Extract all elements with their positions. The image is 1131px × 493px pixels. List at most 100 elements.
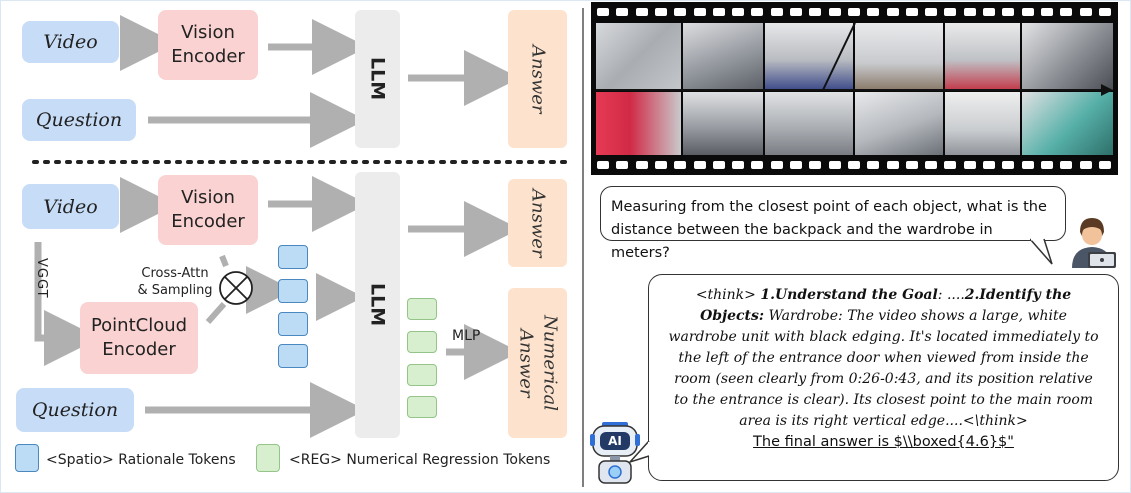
numerical-answer-label: Numerical Answer <box>515 315 561 411</box>
video-frame <box>855 92 943 155</box>
sprocket-hole <box>1021 8 1034 16</box>
video-frame <box>945 23 1020 90</box>
arrow-pointcloud-to-crossattn <box>205 302 227 324</box>
answer-label-top: Answer <box>527 44 549 114</box>
sprocket-hole <box>1060 8 1073 16</box>
arrow-encoder-to-crossattn <box>219 254 229 268</box>
sprocket-hole <box>712 161 725 169</box>
question-label-bottom: Question <box>31 399 119 421</box>
sprocket-hole <box>1002 8 1015 16</box>
sprocket-hole <box>828 161 841 169</box>
answer-bubble: <think> 1.Understand the Goal: ....2.Ide… <box>648 274 1119 481</box>
answer-box-bottom: Answer <box>508 179 567 267</box>
video-frame <box>596 23 681 90</box>
sprocket-hole <box>770 8 783 16</box>
sprocket-hole <box>1060 161 1073 169</box>
vision-encoder-label-top: Vision Encoder <box>171 22 245 67</box>
video-frame <box>765 92 853 155</box>
sprocket-hole <box>674 161 687 169</box>
sprocket-hole <box>925 8 938 16</box>
video-frame <box>945 92 1020 155</box>
spatio-token <box>278 279 308 303</box>
video-frame <box>855 23 943 90</box>
spatio-token <box>278 344 308 368</box>
sprocket-hole <box>635 161 648 169</box>
reg-token <box>407 396 437 418</box>
video-frame <box>1022 23 1113 90</box>
sprocket-hole <box>751 161 764 169</box>
sprocket-hole <box>847 8 860 16</box>
video-box-bottom: Video <box>22 184 119 229</box>
sprocket-hole <box>963 161 976 169</box>
sprocket-hole <box>944 161 957 169</box>
answer-final: The final answer is $\\boxed{4.6}$" <box>753 434 1014 450</box>
sprocket-hole <box>597 8 609 16</box>
sprocket-hole <box>944 8 957 16</box>
legend-spatio-label: <Spatio> Rationale Tokens <box>46 452 236 468</box>
answer-mid1: : .... <box>937 287 965 303</box>
video-frame <box>683 23 763 90</box>
sprocket-hole <box>732 161 745 169</box>
sprocket-hole <box>1079 161 1092 169</box>
answer-bubble-tail <box>628 440 651 464</box>
timeline-arrow-icon <box>596 22 1113 96</box>
cross-attn-label: Cross-Attn & Sampling <box>137 266 213 298</box>
robot-icon: AI <box>590 420 640 486</box>
mlp-label: MLP <box>452 328 481 344</box>
answer-box-top: Answer <box>508 10 567 148</box>
sprocket-hole <box>867 161 880 169</box>
answer-step1: 1.Understand the Goal <box>760 287 938 303</box>
video-frame <box>596 92 681 155</box>
sprocket-hole <box>983 161 995 169</box>
video-frame <box>1022 92 1113 155</box>
robot-ai-label: AI <box>608 434 622 448</box>
reg-token <box>407 298 437 320</box>
question-label-top: Question <box>35 109 123 131</box>
sprocket-hole <box>847 161 860 169</box>
sprocket-hole <box>1098 161 1111 169</box>
sprocket-hole <box>1021 161 1034 169</box>
video-frame <box>683 92 763 155</box>
legend-reg-swatch <box>256 444 280 472</box>
user-with-laptop-icon <box>1072 218 1116 268</box>
sprocket-hole <box>809 8 822 16</box>
question-box-bottom: Question <box>16 388 134 432</box>
question-text: Measuring from the closest point of each… <box>611 199 1047 261</box>
sprocket-hole <box>983 8 995 16</box>
sprocket-hole <box>886 8 899 16</box>
sprocket-hole <box>790 161 802 169</box>
vision-encoder-label-bottom: Vision Encoder <box>171 187 245 232</box>
vision-encoder-box-bottom: Vision Encoder <box>158 175 258 245</box>
sprocket-hole <box>693 161 706 169</box>
answer-text: <think> 1.Understand the Goal: ....2.Ide… <box>649 275 1118 463</box>
sprocket-hole <box>712 8 725 16</box>
sprocket-hole <box>809 161 822 169</box>
llm-label-bottom: LLM <box>366 283 389 327</box>
answer-label-bottom: Answer <box>527 188 549 258</box>
legend-spatio-swatch <box>15 444 39 472</box>
sprocket-hole <box>1002 161 1015 169</box>
reg-token <box>407 364 437 386</box>
answer-think-open: <think> <box>695 287 761 303</box>
sprocket-hole <box>654 8 667 16</box>
sprocket-hole <box>867 8 880 16</box>
sprocket-hole <box>886 161 899 169</box>
question-box-top: Question <box>22 99 136 141</box>
spatio-token <box>278 245 308 269</box>
sprocket-hole <box>1079 8 1092 16</box>
sprocket-hole <box>1098 8 1111 16</box>
sprocket-hole <box>635 8 648 16</box>
sprocket-hole <box>616 161 629 169</box>
llm-box-top: LLM <box>355 10 400 148</box>
sprocket-hole <box>790 8 802 16</box>
arrow-vggt <box>34 242 100 366</box>
vision-encoder-box-top: Vision Encoder <box>158 10 258 80</box>
vggt-label: VGGT <box>34 258 49 299</box>
sprocket-hole <box>905 161 918 169</box>
sprocket-hole <box>674 8 687 16</box>
sprocket-hole <box>925 161 938 169</box>
llm-label-top: LLM <box>366 57 389 101</box>
reg-token <box>407 331 437 353</box>
answer-step2: 2.Identify the Objects: <box>700 287 1072 324</box>
